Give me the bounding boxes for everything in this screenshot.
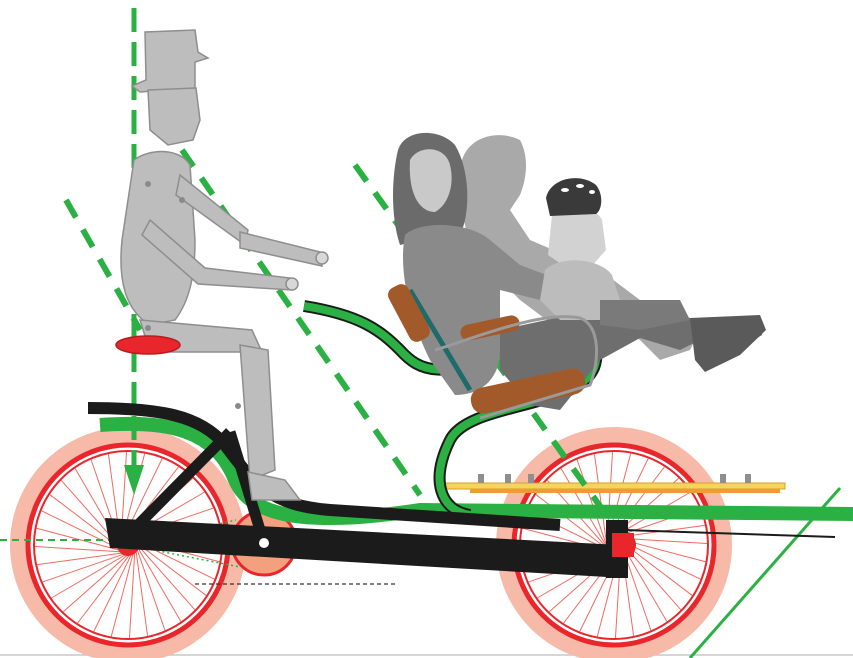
child-passenger-with-helmet <box>540 178 690 330</box>
rear-dropout <box>612 533 634 557</box>
